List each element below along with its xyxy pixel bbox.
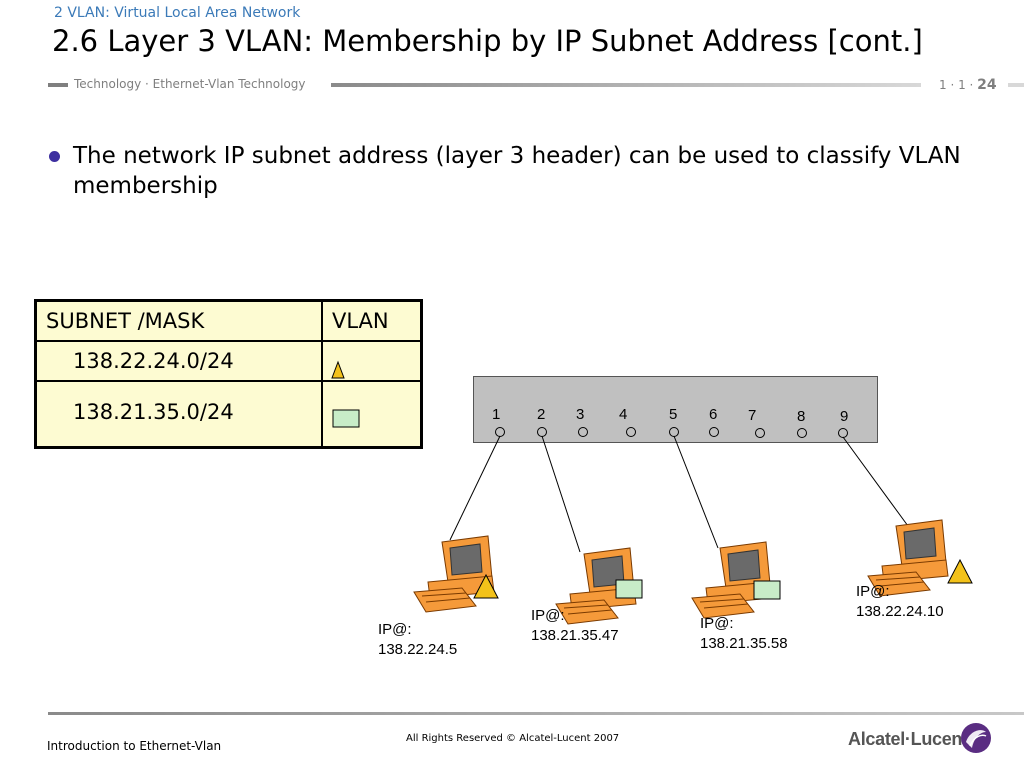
page-title: 2.6 Layer 3 VLAN: Membership by IP Subne… [52,24,923,58]
page-prefix: 1 · 1 · [939,78,978,92]
host-ip-label: IP@: 138.21.35.58 [700,614,788,654]
host-ip-label: IP@: 138.22.24.5 [378,620,457,660]
computer-icon [691,541,773,619]
vlan-rectangle-icon [332,409,360,428]
port-label: 9 [840,408,849,425]
port-1-icon [495,427,505,437]
port-label: 5 [669,406,678,423]
ethernet-switch [473,376,878,443]
switch-ports [495,427,848,438]
vlan-triangle-icon [473,573,499,599]
port-2-icon [537,427,547,437]
vlan-triangle-icon [331,360,345,379]
port-label: 4 [619,406,628,423]
footer-divider [48,712,1024,715]
logo-text: Alcatel·Lucent [848,729,968,749]
computer-icon [867,519,949,597]
vlan-rectangle-icon [753,580,781,600]
port-3-icon [578,427,588,437]
host-ip-label: IP@: 138.21.35.47 [531,606,619,646]
header-divider [331,83,921,87]
port-label: 8 [797,408,806,425]
port-label: 3 [576,406,585,423]
bullet-icon [49,151,60,162]
footer-copyright: All Rights Reserved © Alcatel-Lucent 200… [406,733,620,744]
breadcrumb: Technology · Ethernet-Vlan Technology [74,77,306,91]
ip-prefix: IP@: [700,615,734,632]
table-header-subnet: SUBNET /MASK [34,299,323,342]
link-line [541,435,581,553]
vlan-triangle-icon [947,558,973,584]
vlan-rectangle-icon [615,579,643,599]
ip-prefix: IP@: [856,583,890,600]
header-divider-left [48,83,68,87]
computer-icon [413,535,495,613]
table-cell-subnet: 138.21.35.0/24 [34,380,323,449]
ip-address: 138.21.35.47 [531,627,619,644]
port-label: 6 [709,406,718,423]
port-7-icon [755,428,765,438]
port-5-icon [669,427,679,437]
port-label: 7 [748,407,757,424]
table-row: 138.21.35.0/24 [34,380,423,449]
table-row: 138.22.24.0/24 [34,340,423,382]
header-divider-right [1008,83,1024,87]
alcatel-lucent-logo-icon [961,723,991,753]
ip-address: 138.22.24.5 [378,641,458,658]
page-indicator: 1 · 1 · 24 [939,77,997,93]
table-header-vlan: VLAN [321,299,423,342]
footer-course: Introduction to Ethernet-Vlan [47,739,222,753]
link-line [673,435,719,549]
port-4-icon [626,427,636,437]
link-line [449,435,501,541]
port-6-icon [709,427,719,437]
port-label: 2 [537,406,546,423]
hosts [413,519,973,625]
port-9-icon [838,428,848,438]
table-header-row: SUBNET /MASK VLAN [34,299,423,342]
ip-address: 138.22.24.10 [856,603,944,620]
links [449,435,909,553]
vlan-table: SUBNET /MASK VLAN 138.22.24.0/24 138.21.… [34,299,423,449]
link-line [842,436,909,527]
port-8-icon [797,428,807,438]
port-label: 1 [492,406,501,423]
table-cell-subnet: 138.22.24.0/24 [34,340,323,382]
ip-address: 138.21.35.58 [700,635,788,652]
bullet-text: The network IP subnet address (layer 3 h… [73,143,961,199]
section-subtitle: 2 VLAN: Virtual Local Area Network [54,5,301,21]
host-ip-label: IP@: 138.22.24.10 [856,582,944,622]
ip-prefix: IP@: [378,621,412,638]
page-number: 24 [977,77,997,93]
ip-prefix: IP@: [531,607,565,624]
